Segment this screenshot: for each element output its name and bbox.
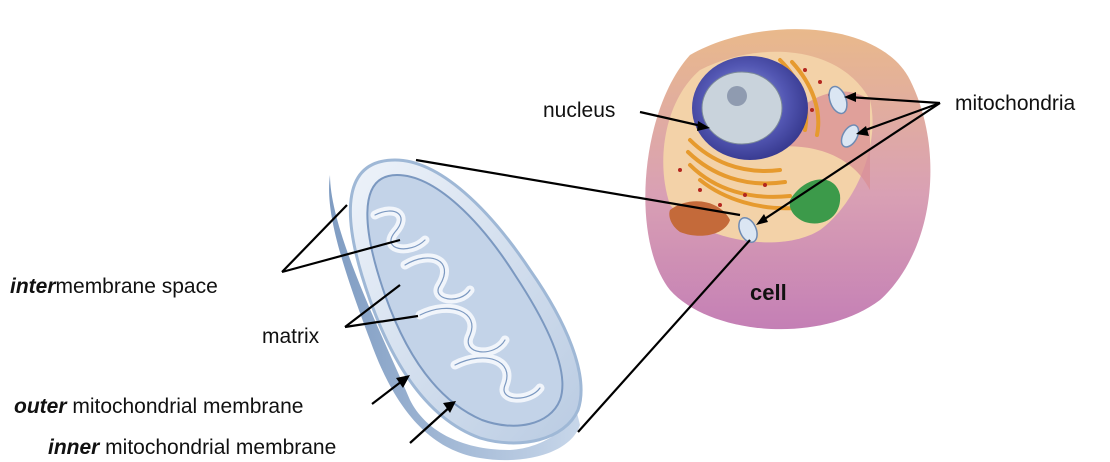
outer-emphasis: outer — [14, 395, 67, 418]
nucleus-label: nucleus — [543, 100, 615, 121]
intermembrane-space-label: intermembrane space — [10, 276, 218, 297]
cell-label: cell — [750, 282, 787, 304]
mitochondria-label: mitochondria — [955, 93, 1075, 114]
inner-emphasis: inner — [48, 436, 99, 459]
intermembrane-emphasis: inter — [10, 275, 56, 298]
matrix-label: matrix — [262, 326, 319, 347]
nucleus-inner — [702, 72, 782, 144]
outer-rest: mitochondrial membrane — [67, 395, 304, 418]
cell-illustration — [645, 29, 930, 329]
nucleolus — [727, 86, 747, 106]
inner-rest: mitochondrial membrane — [99, 436, 336, 459]
inner-membrane-label: inner mitochondrial membrane — [48, 437, 336, 458]
outer-membrane-label: outer mitochondrial membrane — [14, 396, 303, 417]
intermembrane-rest: membrane space — [56, 275, 218, 298]
